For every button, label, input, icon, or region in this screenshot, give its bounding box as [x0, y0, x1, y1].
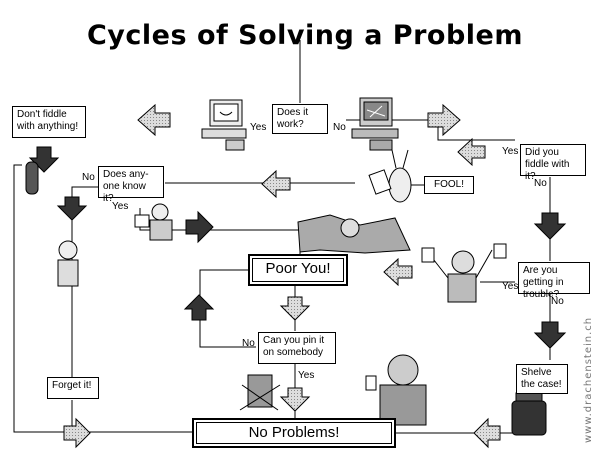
- diagram-title: Cycles of Solving a Problem: [86, 20, 523, 51]
- node-pin-it: Can you pin it on somebody: [258, 332, 336, 364]
- jar-drawing: [511, 392, 547, 436]
- node-fool: FOOL!: [424, 176, 474, 194]
- block-arrows: [28, 103, 567, 449]
- arrow-left-dont-fiddle: [137, 103, 171, 137]
- computer-broken-drawing: [351, 97, 399, 151]
- arrow-down-no-anyone: [56, 196, 88, 221]
- node-shelve: Shelve the case!: [516, 364, 568, 394]
- edge-label-pin-yes: Yes: [298, 370, 315, 381]
- arrow-down-poor-you: [279, 296, 311, 321]
- node-poor-you: Poor You!: [248, 254, 348, 286]
- node-did-you-fiddle: Did you fiddle with it?: [520, 144, 586, 182]
- node-dont-fiddle: Don't fiddle with anything!: [12, 106, 86, 138]
- node-does-anyone-know: Does any-one know it?: [98, 166, 164, 204]
- connector-lines: [13, 40, 551, 434]
- arrow-left-does-anyone: [261, 169, 291, 199]
- tangled-chair-drawing: [239, 374, 281, 411]
- cartoon-illustrations: [25, 97, 547, 436]
- arrow-down-dont-fiddle: [28, 146, 60, 173]
- arrow-left-poor-you: [383, 257, 413, 287]
- watermark-text: www.drachenstein.ch: [583, 316, 594, 444]
- node-trouble: Are you getting in trouble?: [518, 262, 590, 300]
- edge-label-work-no: No: [333, 122, 346, 133]
- node-no-problems: No Problems!: [192, 418, 396, 448]
- edge-label-work-yes: Yes: [250, 122, 267, 133]
- arrow-down-pin-yes: [279, 387, 311, 412]
- edge-label-know-no: No: [82, 172, 95, 183]
- person-shrugging-drawing: [57, 240, 79, 287]
- node-forget-it: Forget it!: [47, 377, 99, 399]
- paper-pile-drawing: [297, 214, 411, 254]
- arrow-down-fiddle-no: [533, 212, 567, 240]
- edge-label-trouble-yes: Yes: [502, 281, 519, 292]
- arrow-left-fool: [457, 137, 486, 167]
- edge-label-fiddle-yes: Yes: [502, 146, 519, 157]
- edge-label-trouble-no: No: [551, 296, 564, 307]
- edge-label-fiddle-no: No: [534, 178, 547, 189]
- edge-label-know-yes: Yes: [112, 201, 129, 212]
- arrow-right-to-bin: [427, 103, 461, 137]
- arrow-down-trouble-no: [533, 321, 567, 349]
- fire-extinguisher-drawing: [25, 161, 39, 195]
- edge-label-pin-no: No: [242, 338, 255, 349]
- arrow-right-forget: [63, 417, 91, 449]
- grinning-man-drawing: [365, 354, 427, 426]
- arrow-left-no-problems: [473, 417, 501, 449]
- arrow-right-know-yes: [185, 210, 214, 244]
- arrow-up-pin-no: [183, 294, 215, 321]
- rabbit-reading-drawing: [368, 149, 412, 203]
- person-desk-drawing: [134, 203, 173, 241]
- computer-happy-drawing: [201, 99, 247, 151]
- node-does-it-work: Does it work?: [272, 104, 328, 134]
- panicking-person-drawing: [421, 243, 507, 303]
